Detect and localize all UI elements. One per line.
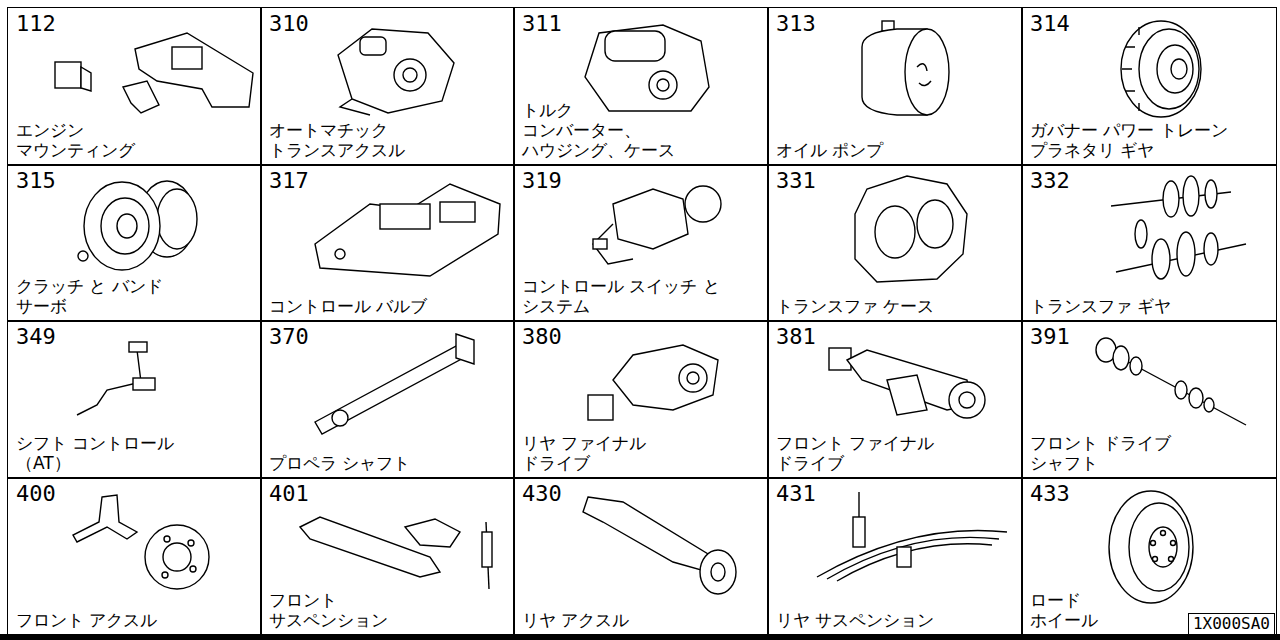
callout-number: 391 — [1030, 324, 1070, 350]
catalog-cell: 319 コントロール スイッチ と システム — [513, 164, 769, 322]
part-group-name: リヤ ファイナル ドライブ — [522, 433, 656, 473]
catalog-cell: 317 コントロール バルブ — [260, 164, 515, 322]
catalog-cell: 401 フロント サスペンション — [260, 477, 515, 636]
front-final-drive-art — [829, 348, 985, 418]
part-group-name: クラッチ と バンド サーボ — [16, 276, 174, 316]
control-switch-art — [593, 186, 721, 264]
transfer-gear-art — [1111, 176, 1246, 279]
catalog-cell: 310 オートマチック トランスアクスル — [260, 7, 515, 166]
callout-number: 430 — [522, 481, 562, 507]
drawing-code-box: 1X000SA0 — [1188, 613, 1275, 635]
callout-number: 433 — [1030, 481, 1070, 507]
part-group-name: トランスファ ギヤ — [1030, 296, 1171, 316]
callout-number: 381 — [776, 324, 816, 350]
callout-number: 310 — [269, 11, 309, 37]
catalog-cell: 433 ロード ホイール — [1021, 477, 1277, 636]
catalog-cell: 400 フロント アクスル — [7, 477, 262, 636]
catalog-cell: 314 ガバナー パワー トレーン プラネタリ ギヤ — [1021, 7, 1277, 166]
callout-number: 319 — [522, 168, 562, 194]
catalog-cell: 430 リヤ アクスル — [513, 477, 769, 636]
catalog-cell: 391 フロント ドライブ シャフト — [1021, 320, 1277, 479]
clutch-art — [78, 181, 197, 270]
part-group-name: リヤ サスペンション — [776, 610, 934, 630]
part-group-name: シフト コントロール （AT） — [16, 433, 184, 473]
road-wheel-art — [1109, 491, 1193, 603]
part-group-name: トルク コンバーター、 ハウジング、ケース — [522, 100, 690, 160]
catalog-cell: 315 クラッチ と バンド サーボ — [7, 164, 262, 322]
part-group-name: フロント ファイナル ドライブ — [776, 433, 944, 473]
callout-number: 349 — [16, 324, 56, 350]
callout-number: 401 — [269, 481, 309, 507]
callout-number: 311 — [522, 11, 562, 37]
callout-number: 331 — [776, 168, 816, 194]
part-group-name: オートマチック トランスアクスル — [269, 120, 397, 160]
part-group-name: エンジン マウンティング — [16, 120, 93, 160]
catalog-cell: 112 エンジン マウンティング — [7, 7, 262, 166]
drawing-code: 1X000SA0 — [1193, 614, 1270, 633]
callout-number: 431 — [776, 481, 816, 507]
part-group-name: リヤ アクスル — [522, 610, 629, 630]
control-valve-art — [315, 184, 500, 276]
converter-housing-art — [585, 25, 709, 111]
catalog-cell: 370 プロペラ シャフト — [260, 320, 515, 479]
rear-final-drive-art — [588, 345, 718, 420]
planetary-gear-art — [1121, 21, 1201, 117]
callout-number: 317 — [269, 168, 309, 194]
callout-number: 313 — [776, 11, 816, 37]
catalog-cell: 332 トランスファ ギヤ — [1021, 164, 1277, 322]
transaxle-art — [338, 29, 454, 115]
catalog-cell: 313 オイル ポンプ — [767, 7, 1023, 166]
catalog-cell: 380 リヤ ファイナル ドライブ — [513, 320, 769, 479]
callout-number: 315 — [16, 168, 56, 194]
front-suspension-art — [300, 517, 492, 589]
propeller-shaft-art — [315, 334, 474, 434]
rear-suspension-art — [817, 492, 1007, 581]
part-group-name: コントロール バルブ — [269, 296, 427, 316]
front-axle-art — [73, 495, 209, 589]
engine-mount-art — [55, 33, 253, 113]
callout-number: 380 — [522, 324, 562, 350]
part-group-name: トランスファ ケース — [776, 296, 934, 316]
part-group-name: オイル ポンプ — [776, 140, 883, 160]
callout-number: 400 — [16, 481, 56, 507]
catalog-cell: 381 フロント ファイナル ドライブ — [767, 320, 1023, 479]
part-group-name: フロント ドライブ シャフト — [1030, 433, 1181, 473]
drive-shaft-art — [1096, 338, 1246, 425]
oil-pump-art — [862, 21, 949, 115]
shift-lever-art — [77, 342, 155, 415]
catalog-cell: 431 リヤ サスペンション — [767, 477, 1023, 636]
part-group-name: フロント アクスル — [16, 610, 157, 630]
rear-axle-art — [583, 497, 736, 594]
part-group-name: ガバナー パワー トレーン プラネタリ ギヤ — [1030, 120, 1239, 160]
callout-number: 332 — [1030, 168, 1070, 194]
part-group-name: コントロール スイッチ と システム — [522, 276, 731, 316]
callout-number: 370 — [269, 324, 309, 350]
callout-number: 314 — [1030, 11, 1070, 37]
transfer-case-art — [855, 176, 967, 282]
part-group-name: プロペラ シャフト — [269, 453, 410, 473]
catalog-cell: 311 トルク コンバーター、 ハウジング、ケース — [513, 7, 769, 166]
catalog-cell: 349 シフト コントロール （AT） — [7, 320, 262, 479]
part-group-name: ロード ホイール — [1030, 590, 1090, 630]
part-group-name: フロント サスペンション — [269, 590, 346, 630]
catalog-cell: 331 トランスファ ケース — [767, 164, 1023, 322]
callout-number: 112 — [16, 11, 56, 37]
